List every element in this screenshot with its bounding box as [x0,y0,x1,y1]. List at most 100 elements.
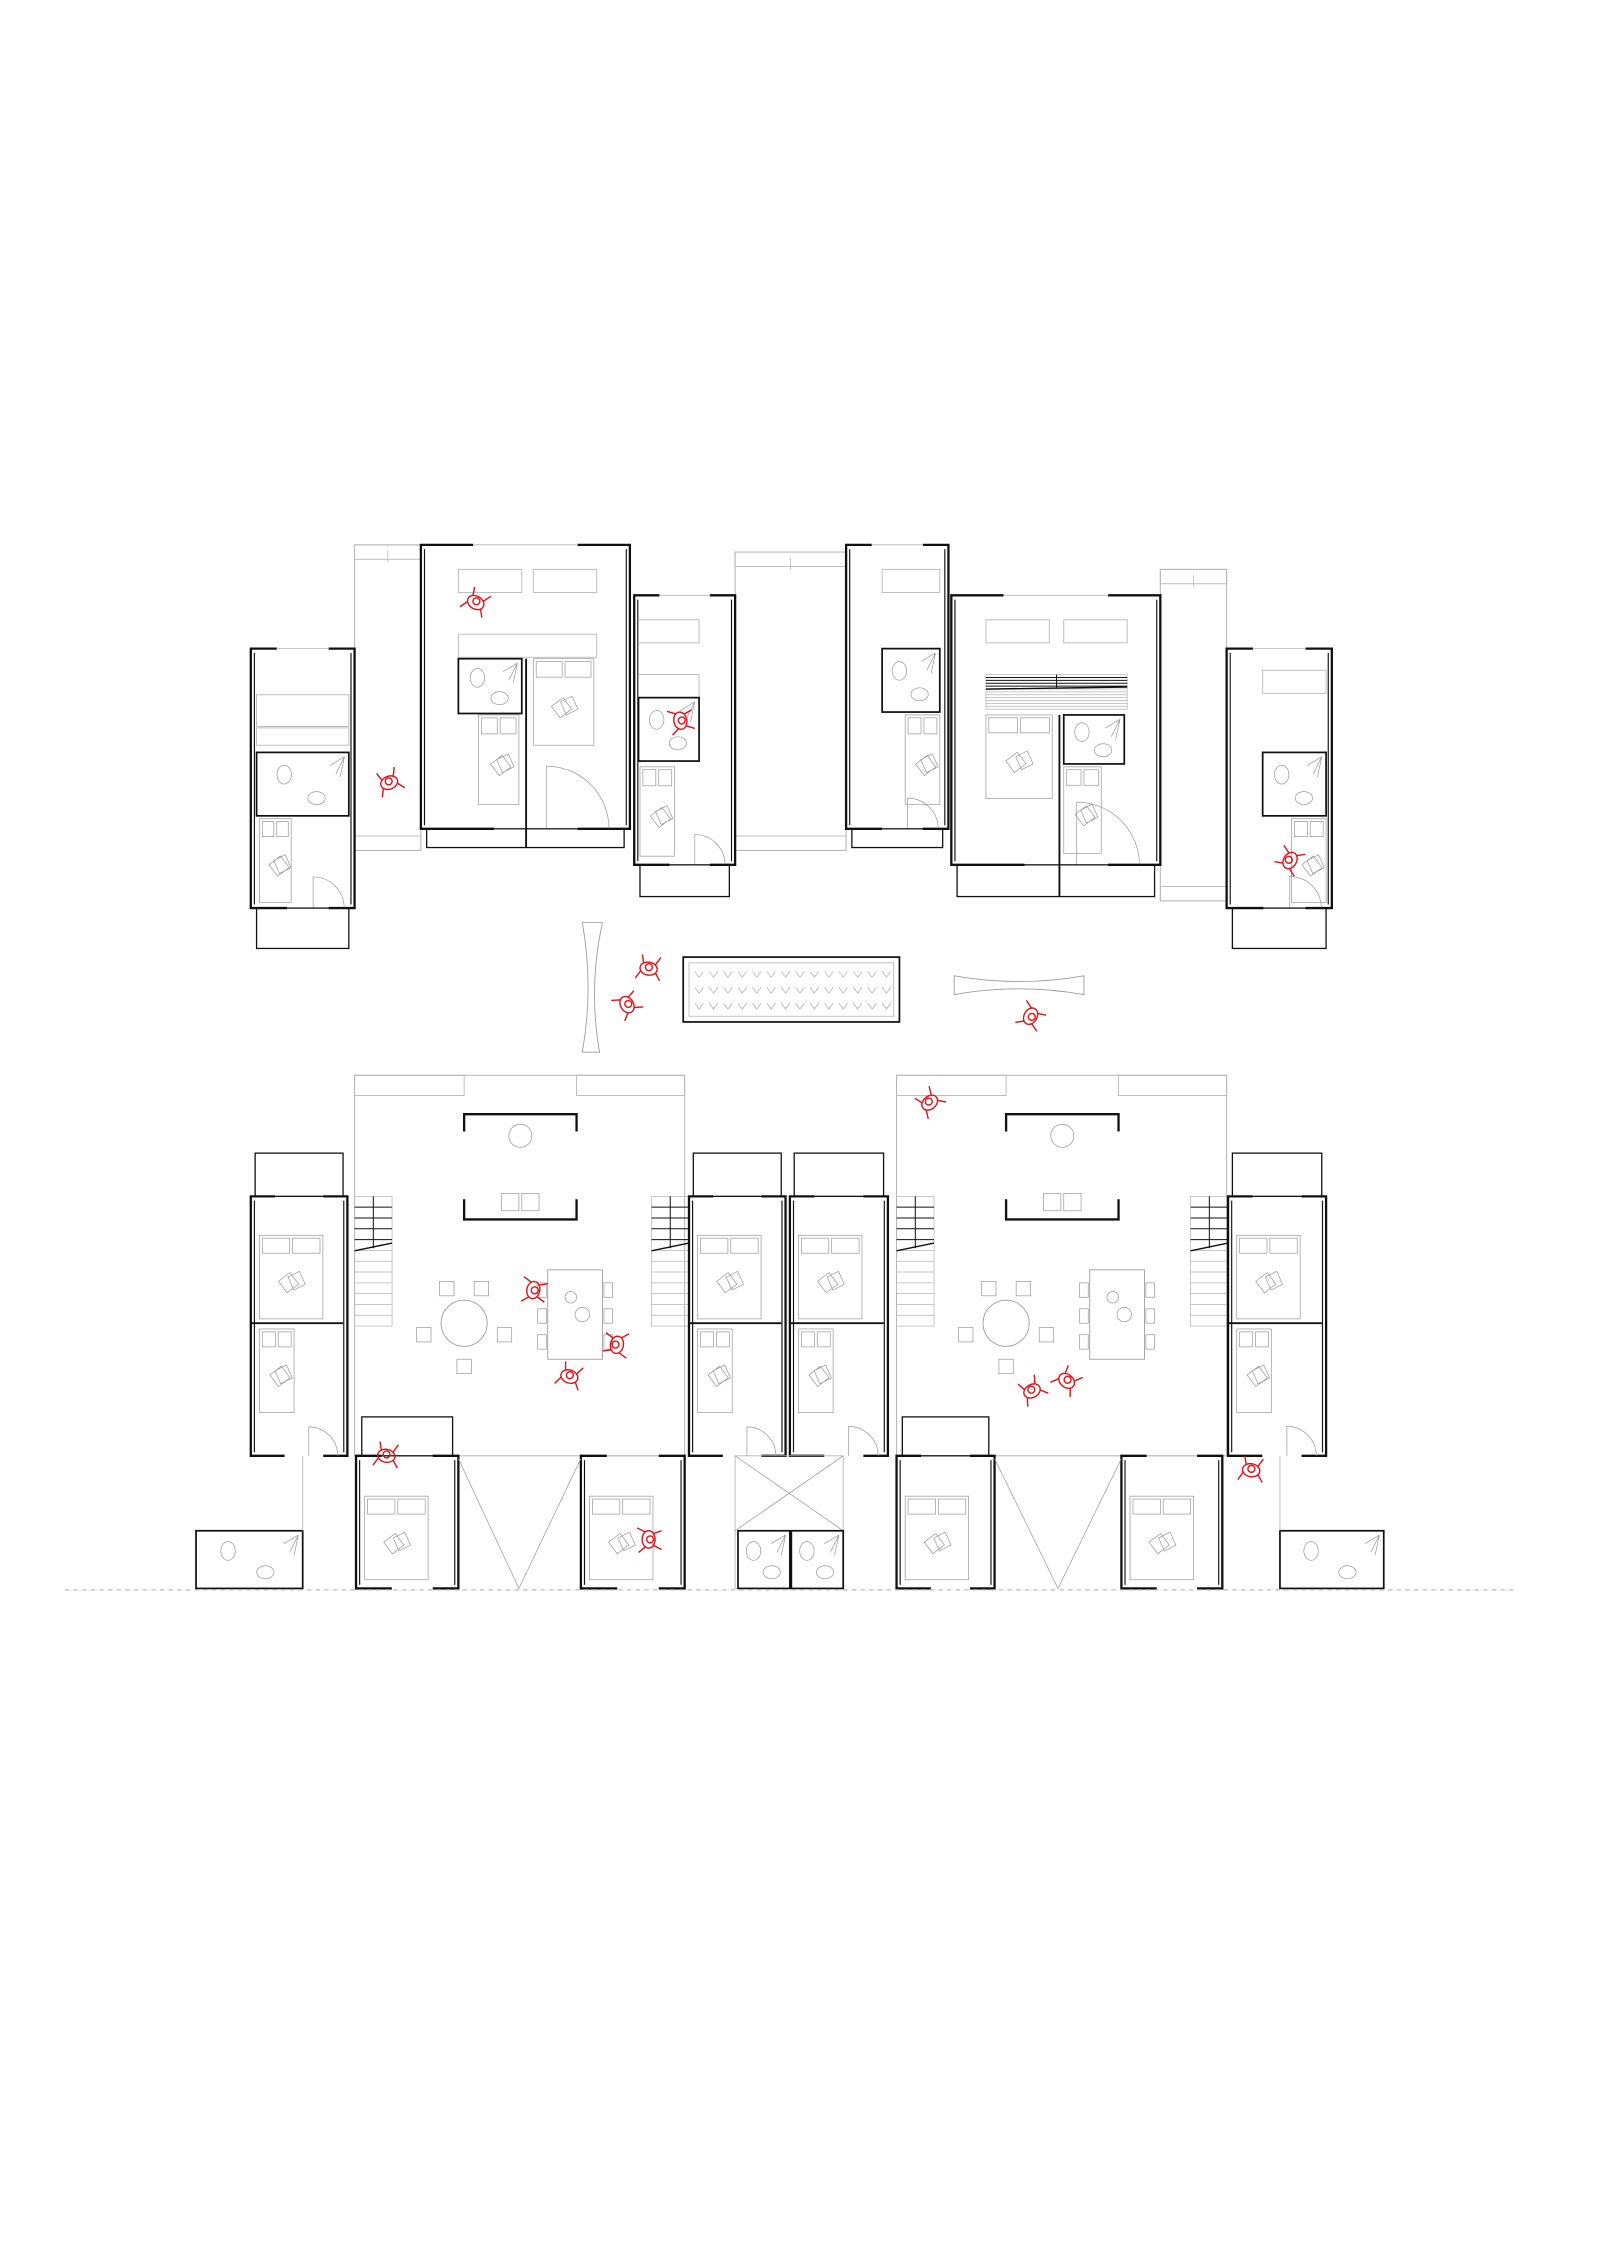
door-swing [312,876,345,909]
water-pattern [881,1003,892,1010]
wall [577,543,632,830]
unit-d [844,543,950,849]
chair [603,1308,613,1324]
pillow [700,1237,729,1254]
water-pattern [853,987,863,994]
cushions [1005,750,1034,773]
pillow [923,717,938,735]
water-pattern [867,987,877,994]
washroom-right [1279,1529,1385,1590]
person-limbs [1274,844,1306,877]
shower-icon [502,662,518,684]
person-head [645,1535,655,1544]
pillow [481,717,498,735]
bed-frame [697,1234,762,1320]
water-pattern [708,971,719,978]
person-figure [1017,1374,1049,1407]
courtyard-1 [354,1074,686,1457]
bedroom-unit-5 [354,1416,460,1590]
cabinet [501,1193,520,1212]
bed [985,714,1053,799]
person-figure [554,1361,584,1391]
terrace-3 [1159,568,1228,902]
water-pattern [752,971,762,978]
porch [851,828,944,849]
stair-cut-line [985,686,1128,690]
bedroom-unit-2 [687,1152,787,1457]
pillow [1294,821,1308,838]
shower-icon [283,1534,299,1556]
plate [1106,1291,1119,1304]
water-pattern [781,1003,791,1010]
bed-frame [364,1495,429,1581]
water-pattern [737,1003,747,1010]
bed [532,658,595,746]
unit-c [633,594,737,898]
door-swing [907,797,939,829]
chair [958,1327,974,1343]
water-pattern [766,1003,776,1010]
toilet-icon [1274,764,1290,785]
person-limbs [914,1086,947,1120]
sink-icon [1094,743,1113,758]
person-limbs [636,1527,662,1553]
courtyard-outline [354,1074,686,1457]
porch [901,1416,990,1457]
cushions [269,1364,293,1387]
person-limbs [1237,1455,1264,1483]
water-pattern [708,987,719,994]
void-cross [734,1455,844,1532]
water-pattern [795,987,805,994]
shower-icon [824,1534,840,1556]
bed-frame [904,714,941,805]
bed-frame [1236,1234,1301,1320]
bed-frame [259,1328,295,1413]
person-limbs [459,586,492,618]
wall [844,543,882,830]
bedroom-unit-3 [788,1152,890,1457]
person-limbs [520,1276,548,1303]
person-head [624,999,633,1009]
water-pattern [781,971,791,978]
plan-scaled-group [64,543,1514,1591]
shade-screen [354,1074,465,1096]
toilet-icon [891,661,908,681]
person-limbs [666,709,696,736]
toilet-icon [649,710,665,730]
stair-cut-line [651,1242,690,1252]
pillow [988,717,1018,734]
bed [1063,766,1102,854]
pillow [1162,1498,1191,1515]
bed [1129,1495,1194,1581]
bathroom [881,647,941,713]
pillow [801,1331,815,1348]
bathroom-walls [881,647,941,713]
pillow [642,769,657,787]
wall [895,1454,931,1590]
pillow [261,1331,276,1348]
cushions [277,1270,306,1294]
courtyard-outline [896,1074,1228,1457]
pillow [277,1331,292,1348]
bathroom-walls [195,1529,304,1590]
person-limbs [634,954,662,982]
wall [354,1454,392,1590]
sink-icon [1338,1565,1357,1580]
shower-icon [1364,1534,1380,1556]
terrace-outline [354,544,422,851]
person-body [921,1094,939,1111]
door-swing [848,1426,879,1456]
toilet-icon [276,764,292,785]
bed-frame [798,1234,863,1320]
water-pattern [853,971,863,978]
wall [1004,1113,1120,1132]
shower-icon [770,1534,786,1556]
shower-icon [1307,756,1323,777]
person-figure [611,990,644,1022]
person-body [1022,1007,1039,1026]
bathroom [457,657,523,715]
kitchen-counter [457,633,598,658]
person-head [1027,1385,1036,1394]
stair-cut-line [354,1242,393,1252]
cushions [1301,854,1325,877]
